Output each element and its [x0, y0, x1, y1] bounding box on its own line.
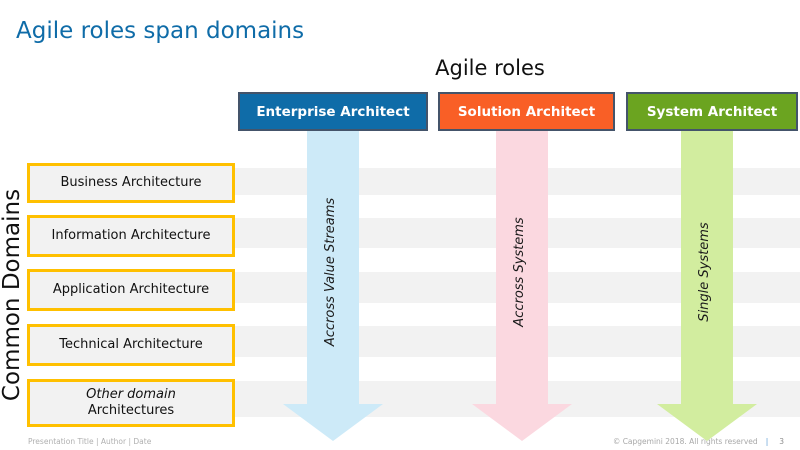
role-box-system-architect: System Architect [626, 92, 798, 131]
arrow-head-icon [472, 404, 572, 441]
arrow-head-icon [657, 404, 757, 441]
arrow-head-icon [283, 404, 383, 441]
copyright-text: © Capgemini 2018. All rights reserved [612, 437, 758, 446]
footer-separator: | [765, 437, 769, 446]
domain-box-label: Technical Architecture [59, 336, 203, 352]
page-title: Agile roles span domains [16, 18, 305, 44]
arrow-label: Single Systems [697, 222, 712, 322]
footer-copyright: © Capgemini 2018. All rights reserved | 3 [613, 437, 784, 446]
arrow-shaft [681, 131, 733, 404]
domain-box-other: Other domain Architectures [27, 379, 235, 427]
arrow-label: Accross Value Streams [323, 197, 338, 347]
agile-roles-heading: Agile roles [435, 56, 545, 80]
domain-box-label: Application Architecture [52, 281, 210, 297]
domain-box-label: Information Architecture [51, 227, 211, 243]
common-domains-axis-label: Common Domains [0, 188, 25, 402]
domain-box-label: Business Architecture [60, 174, 202, 190]
role-box-enterprise-architect: Enterprise Architect [238, 92, 428, 131]
domain-box-business: Business Architecture [27, 163, 235, 203]
arrow-label: Accross Systems [512, 217, 527, 327]
arrow-shaft [496, 131, 548, 404]
arrow-shaft [307, 131, 359, 404]
role-box-solution-architect: Solution Architect [438, 92, 615, 131]
domain-box-label: Other domain [86, 386, 176, 402]
domain-box-technical: Technical Architecture [27, 324, 235, 366]
page-number: 3 [779, 437, 784, 446]
domain-box-information: Information Architecture [27, 215, 235, 257]
domain-box-application: Application Architecture [27, 269, 235, 311]
domain-box-sublabel: Architectures [87, 403, 175, 418]
footer-placeholder-text: Presentation Title | Author | Date [28, 437, 152, 446]
